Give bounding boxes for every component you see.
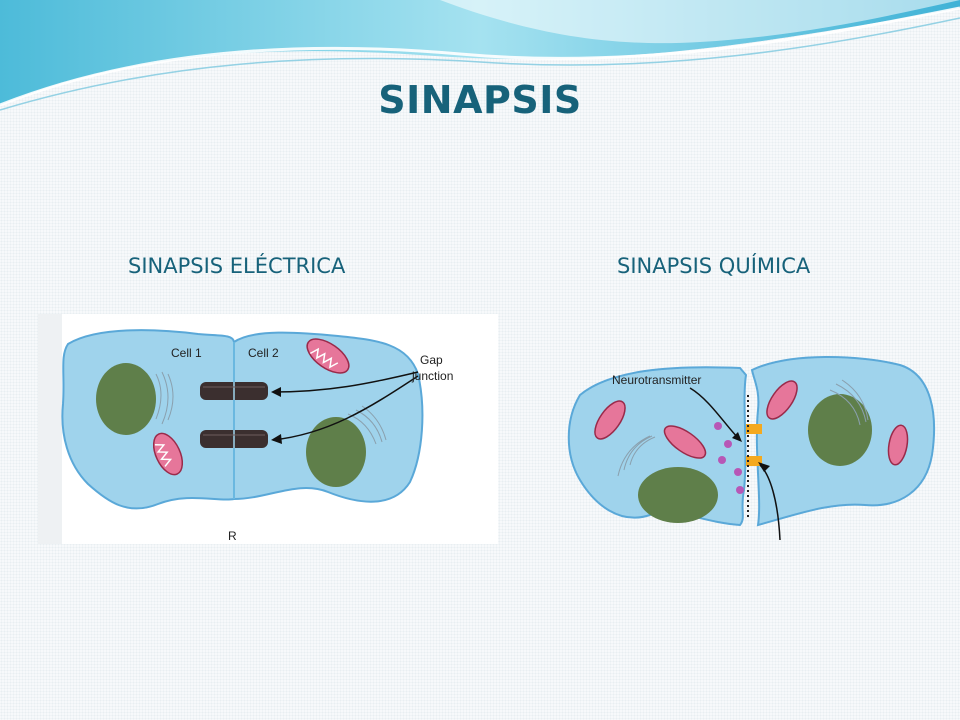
header-waves-decoration (0, 0, 960, 111)
cell-2 (233, 331, 424, 503)
gap-junction-upper (200, 382, 268, 400)
vesicles (714, 422, 744, 494)
nucleus-cell-2 (306, 417, 366, 487)
electrical-synapse-heading: SINAPSIS ELÉCTRICA (128, 254, 346, 278)
receptor-upper (746, 424, 762, 434)
mitochondrion-pre-2 (663, 425, 707, 459)
mitochondrion-post-2 (887, 424, 909, 466)
mitochondrion-pre-1 (594, 400, 626, 440)
gap-junction-lower (200, 430, 268, 448)
gap-junction-label-line2: junction (411, 369, 453, 383)
mitochondrion-cell-2 (306, 338, 350, 374)
nucleus-cell-1 (96, 363, 156, 435)
nucleus-postsynaptic (808, 394, 872, 466)
electrical-synapse-figure: Cell 1 Cell 2 Gap junction R (38, 314, 498, 544)
mitochondrion-post-1 (766, 380, 798, 420)
nucleus-presynaptic (638, 467, 718, 523)
gap-junction-label-line1: Gap (420, 353, 443, 367)
cell-1-label: Cell 1 (171, 346, 202, 360)
panel-label: R (228, 529, 237, 543)
slide-title: SINAPSIS (378, 78, 582, 122)
receptor-lower (746, 456, 762, 466)
cell-2-label: Cell 2 (248, 346, 279, 360)
neurotransmitter-label: Neurotransmitter (612, 373, 701, 387)
chemical-synapse-heading: SINAPSIS QUÍMICA (617, 254, 811, 278)
mitochondrion-cell-1 (152, 432, 184, 476)
chemical-synapse-figure: Neurotransmitter (567, 356, 935, 541)
